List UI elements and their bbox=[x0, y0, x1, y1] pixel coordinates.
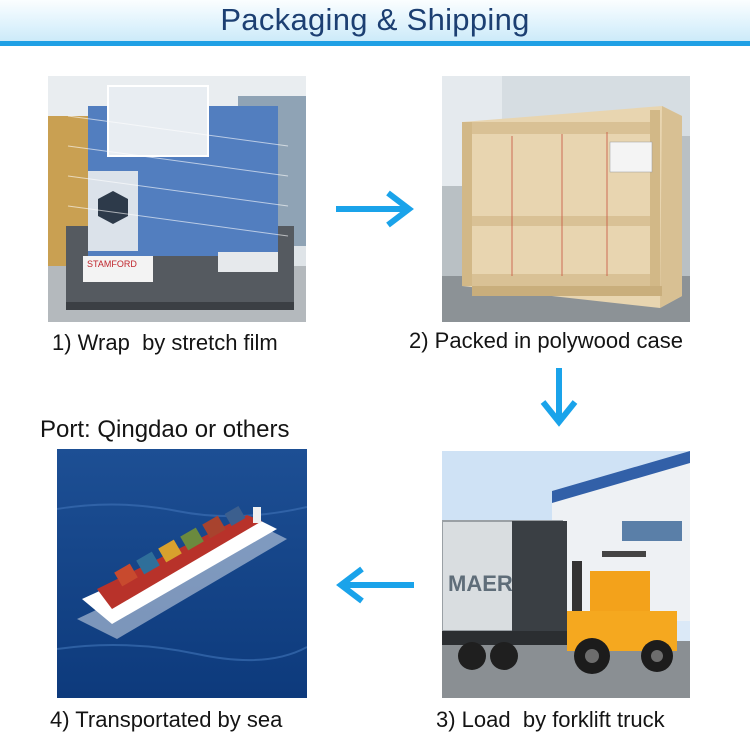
arrow-right-icon bbox=[336, 190, 414, 228]
photo-forklift-loading: MAERSK bbox=[442, 451, 690, 698]
step-2-caption: 2) Packed in polywood case bbox=[409, 328, 683, 353]
header-banner: Packaging & Shipping bbox=[0, 0, 750, 46]
step-3-caption: 3) Load by forklift truck bbox=[436, 707, 665, 732]
page-title: Packaging & Shipping bbox=[220, 2, 530, 37]
step-4-caption: 4) Transportated by sea bbox=[50, 707, 283, 732]
arrow-down-icon bbox=[540, 368, 578, 427]
port-label: Port: Qingdao or others bbox=[40, 416, 290, 443]
header-underline bbox=[0, 41, 750, 46]
generator-brand-text: STAMFORD bbox=[87, 259, 137, 269]
arrow-left-icon bbox=[336, 566, 414, 604]
photo-wrapped-generator: STAMFORD bbox=[48, 76, 306, 322]
step-1-caption: 1) Wrap by stretch film bbox=[52, 330, 278, 355]
photo-container-ship bbox=[57, 449, 307, 698]
photo-wooden-case bbox=[442, 76, 690, 322]
